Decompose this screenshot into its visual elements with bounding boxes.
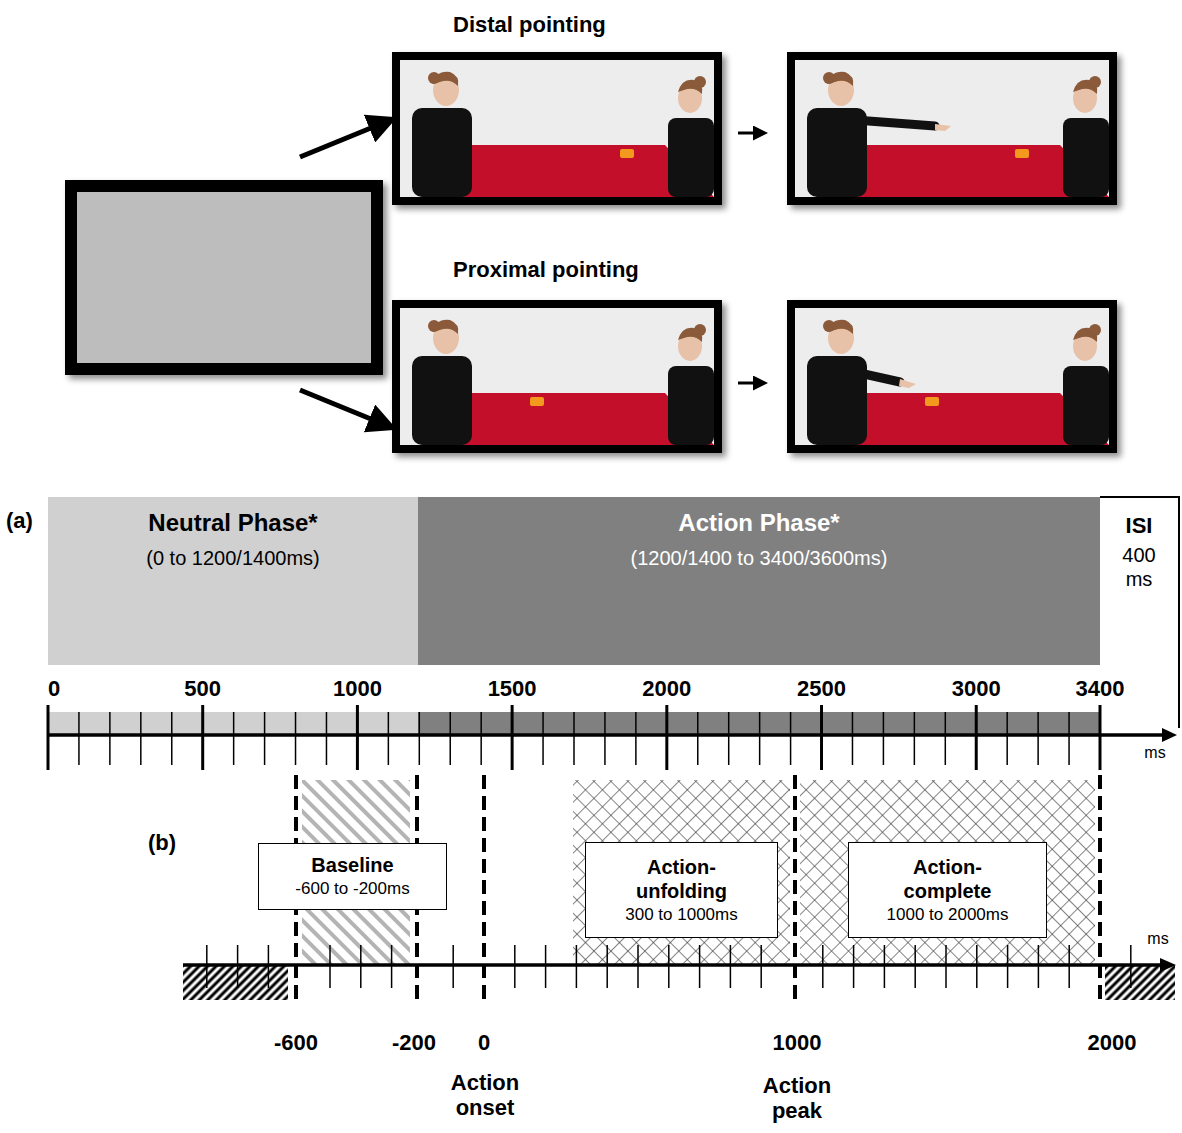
box-subtext: (0 to 1200/1400ms) [56, 546, 410, 570]
box-subtext: 300 to 1000ms [625, 905, 737, 925]
isi-box: ISI 400 ms [1102, 499, 1176, 599]
axis-tick-label: -600 [274, 1030, 318, 1055]
axis-tick [295, 712, 297, 765]
box-heading: Action-complete [888, 855, 1008, 903]
axis-tick-label: 0 [48, 676, 60, 701]
axis-tick [326, 712, 328, 765]
section-heading: Distal pointing [453, 12, 606, 37]
axis-tick [1006, 712, 1008, 765]
axis-tick [542, 712, 544, 765]
box-heading: Baseline [311, 853, 393, 877]
axis-tick-label: 2000 [642, 676, 691, 701]
box-subtext: -600 to -200ms [295, 879, 409, 899]
box-heading: ISI [1104, 513, 1174, 539]
axis-tick-label: 3000 [952, 676, 1001, 701]
event-label: Action peak [742, 1073, 852, 1124]
axis-tick [264, 712, 266, 765]
box-heading: Neutral Phase* [56, 509, 410, 538]
panel-label: (a) [6, 508, 33, 533]
axis-tick-label: 500 [184, 676, 221, 701]
axis-tick [511, 705, 514, 770]
axis-tick [1099, 705, 1102, 770]
axis-tick [140, 712, 142, 765]
axis-tick [78, 712, 80, 765]
axis-tick-label: 3400 [1076, 676, 1125, 701]
axis-tick-label: 1500 [488, 676, 537, 701]
axis-tick [945, 712, 947, 765]
axis-tick [233, 712, 235, 765]
box-heading: Action Phase* [426, 509, 1092, 538]
axis-tick [388, 712, 390, 765]
axis-tick [697, 712, 699, 765]
window-box: Baseline-600 to -200ms [258, 843, 447, 910]
axis-tick [171, 712, 173, 765]
axis-unit: ms [1147, 930, 1168, 948]
axis-tick [356, 705, 359, 770]
section-heading: Proximal pointing [453, 257, 639, 282]
axis-tick [728, 712, 730, 765]
axis-tick [109, 712, 111, 765]
axis-tick [47, 705, 50, 770]
box-subtext: 1000 to 2000ms [887, 905, 1009, 925]
axis-tick [665, 705, 668, 770]
axis-unit: ms [1144, 744, 1165, 762]
axis-tick [790, 712, 792, 765]
window-box: Action-unfolding300 to 1000ms [585, 842, 778, 938]
axis-tick-label: 0 [478, 1030, 490, 1055]
axis-tick [759, 712, 761, 765]
axis-tick [480, 712, 482, 765]
window-box: Action-complete1000 to 2000ms [848, 842, 1047, 938]
axis-tick-label: 1000 [333, 676, 382, 701]
axis-tick [573, 712, 575, 765]
axis-tick [852, 712, 854, 765]
axis-tick [201, 705, 204, 770]
axis-tick [635, 712, 637, 765]
axis-tick [419, 712, 421, 765]
axis-tick [449, 712, 451, 765]
axis-tick [914, 712, 916, 765]
axis-tick [1037, 712, 1039, 765]
event-label: Action onset [430, 1070, 540, 1121]
axis-tick [820, 705, 823, 770]
axis-tick-label: 2500 [797, 676, 846, 701]
box-subtext: (1200/1400 to 3400/3600ms) [426, 546, 1092, 570]
box-heading: Action-unfolding [622, 855, 742, 903]
box-subtext: 400 ms [1115, 543, 1163, 591]
axis-tick-label: -200 [392, 1030, 436, 1055]
phase-band: Neutral Phase* (0 to 1200/1400ms) [48, 497, 418, 665]
axis-tick [604, 712, 606, 765]
axis-tick [1068, 712, 1070, 765]
axis-tick-label: 1000 [773, 1030, 822, 1055]
phase-band: Action Phase* (1200/1400 to 3400/3600ms) [418, 497, 1100, 665]
panel-label: (b) [148, 830, 176, 855]
axis-tick-label: 2000 [1088, 1030, 1137, 1055]
axis-tick [883, 712, 885, 765]
axis-tick [975, 705, 978, 770]
